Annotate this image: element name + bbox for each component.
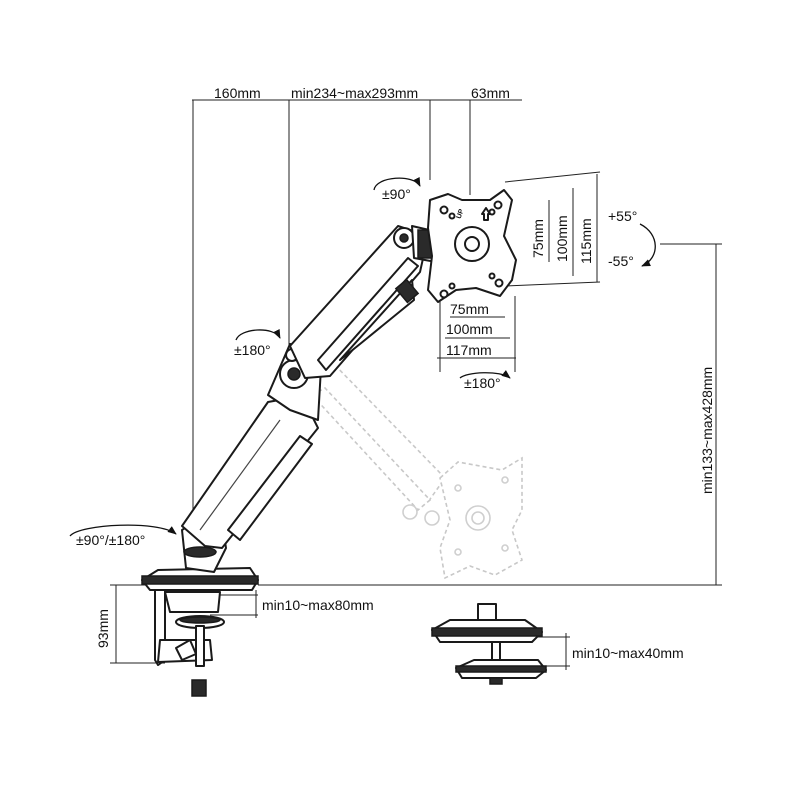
label-vesa-w-75: 75mm: [450, 301, 489, 317]
desk-clamp: [141, 567, 259, 697]
label-arm-rotation: ±180°: [234, 342, 271, 358]
label-height-range: min133~max428mm: [699, 367, 715, 494]
label-vesa-h-75: 75mm: [530, 219, 546, 258]
label-grommet-range: min10~max40mm: [572, 645, 684, 661]
label-tilt-up: +55°: [608, 208, 637, 224]
rotation-arrows: [69, 177, 656, 537]
label-tilt-down: -55°: [608, 253, 634, 269]
label-plate-swivel: ±90°: [382, 186, 411, 202]
label-clamp-height: 93mm: [95, 609, 111, 648]
label-base-rotation: ±90°/±180°: [76, 532, 145, 548]
label-reach: min234~max293mm: [291, 85, 418, 101]
label-vesa-h-100: 100mm: [554, 215, 570, 262]
dimension-labels: 160mm min234~max293mm 63mm 75mm 100mm 11…: [76, 85, 715, 661]
label-plate-rotation: ±180°: [464, 375, 501, 391]
arm-lowered-ghost: [298, 358, 523, 580]
label-160mm: 160mm: [214, 85, 261, 101]
label-vesa-w-117: 117mm: [446, 342, 492, 358]
dimension-lines: [110, 99, 722, 670]
vesa-plate: UP: [427, 189, 517, 303]
grommet-base: [431, 603, 547, 685]
plate-up-mark: UP: [456, 208, 466, 220]
label-63mm: 63mm: [471, 85, 510, 101]
monitor-arm: [181, 225, 439, 573]
label-vesa-w-100: 100mm: [446, 321, 493, 337]
label-clamp-range: min10~max80mm: [262, 597, 374, 613]
label-vesa-h-115: 115mm: [578, 218, 594, 264]
